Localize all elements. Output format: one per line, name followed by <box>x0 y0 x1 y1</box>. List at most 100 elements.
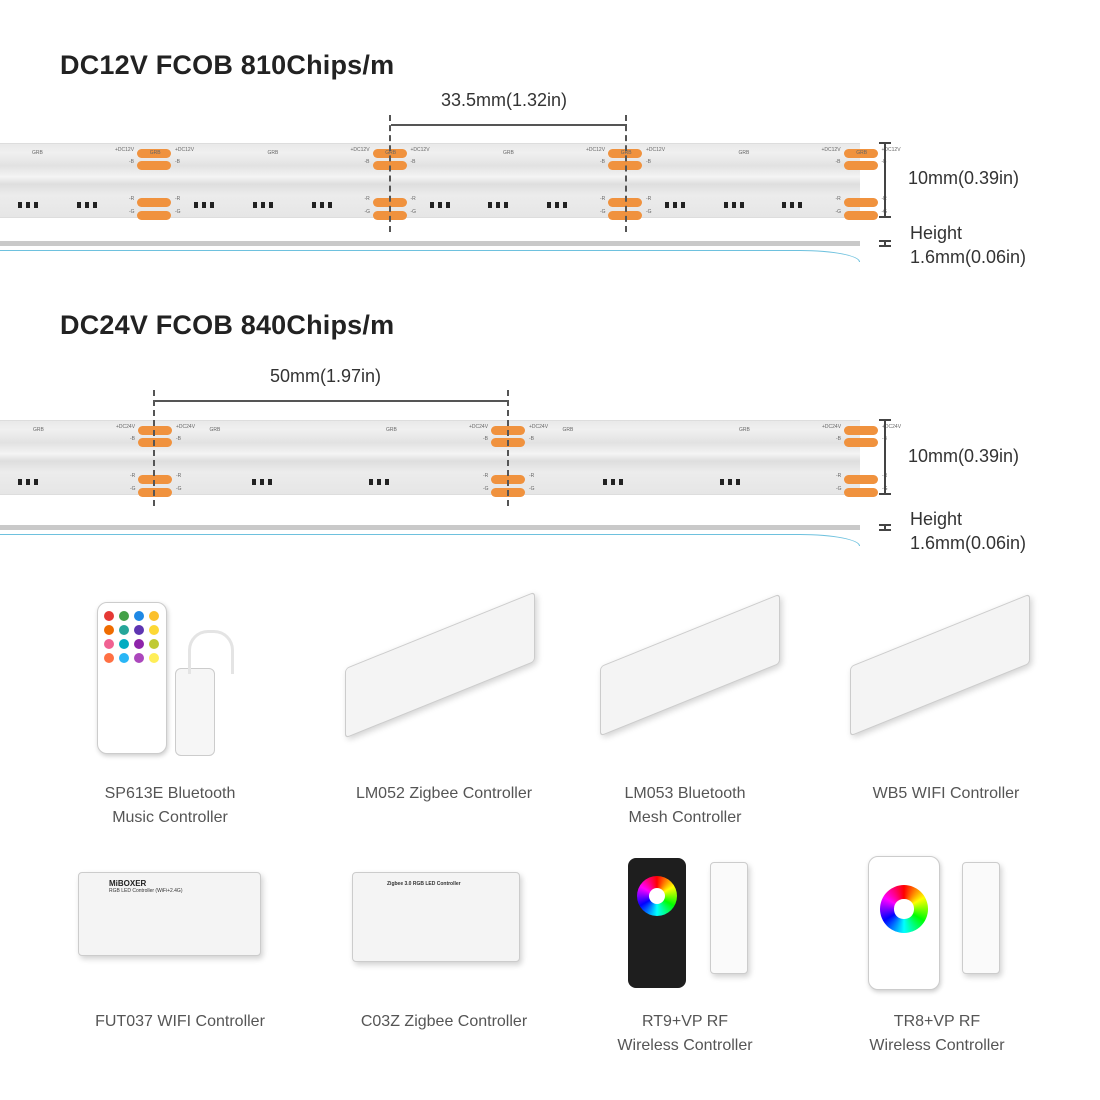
led-strip-12v: +DC12V+DC12V-B-B-R-R-G-G+DC12V+DC12V-B-B… <box>0 143 901 220</box>
strip-grb-label: GRB <box>739 427 750 433</box>
pad-label-voltage: +DC24V <box>469 424 489 430</box>
pad-label-r: -R <box>176 473 182 479</box>
strip-grb-label: GRB <box>149 150 161 156</box>
height-title-12v: Height <box>910 223 963 243</box>
lm052-controller-image <box>345 591 535 739</box>
pad-label-b: -B <box>529 436 534 442</box>
pad-label-voltage: +DC24V <box>882 424 902 430</box>
led-chip <box>210 202 215 208</box>
led-chip <box>269 202 274 208</box>
sp613e-controller-image <box>175 668 215 756</box>
pad-spacing-label-24v: 50mm(1.97in) <box>270 366 382 386</box>
pad-label-g: -G <box>130 486 136 492</box>
cut-line <box>153 390 155 506</box>
width-label-24v: 10mm(0.39in) <box>908 446 1020 466</box>
led-chip <box>790 202 795 208</box>
pad-label-g: -G <box>483 486 489 492</box>
pad-label-b: -B <box>129 159 134 165</box>
pad-label-r: -R <box>130 473 136 479</box>
wb5-controller-image <box>850 593 1030 737</box>
product-name: WB5 WIFI Controller <box>872 785 1020 802</box>
product-label: C03Z Zigbee Controller <box>324 1010 564 1034</box>
sp613e-cable-image <box>188 630 234 674</box>
solder-pad <box>844 426 878 435</box>
led-chip <box>320 202 324 208</box>
led-chip <box>252 479 256 485</box>
product-label: TR8+VP RF Wireless Controller <box>817 1010 1057 1058</box>
strip-profile-line <box>0 534 860 546</box>
led-chip <box>312 202 316 208</box>
led-chip <box>739 202 744 208</box>
remote-button <box>134 611 144 621</box>
led-chip <box>619 479 623 485</box>
sp613e-remote-image <box>97 602 167 754</box>
led-chip <box>445 202 450 208</box>
strip-grb-label: GRB <box>386 427 397 433</box>
height-label-24v: 1.6mm(0.06in) <box>910 533 1027 553</box>
lm053-controller-image <box>600 593 780 737</box>
pad-label-b: -B <box>646 159 651 165</box>
width-bracket <box>879 142 891 218</box>
led-chip <box>547 202 552 208</box>
pad-label-b: -B <box>410 159 416 165</box>
remote-button <box>149 639 159 649</box>
solder-pad <box>843 198 878 207</box>
solder-pad <box>138 475 172 484</box>
cut-line <box>507 390 509 506</box>
vp-receiver-image <box>710 862 748 974</box>
remote-button <box>104 611 114 621</box>
remote-button <box>119 611 129 621</box>
section-title-12v: DC12V FCOB 810Chips/m <box>60 50 395 80</box>
led-chip <box>328 202 332 208</box>
pad-label-g: -G <box>835 209 842 215</box>
height-title-24v: Height <box>910 509 963 529</box>
led-chip <box>555 202 560 208</box>
product-name: TR8+VP RF <box>893 1013 981 1030</box>
led-chip <box>488 202 493 208</box>
product-name: SP613E Bluetooth <box>104 785 236 802</box>
product-name: C03Z Zigbee Controller <box>360 1013 528 1030</box>
led-chip <box>720 479 724 485</box>
pad-label-g: -G <box>176 486 182 492</box>
pad-label-b: -B <box>835 159 841 165</box>
led-chip <box>194 202 199 208</box>
pad-label-r: -R <box>529 473 535 479</box>
led-chip <box>496 202 501 208</box>
c03z-controller-image: Zigbee 3.0 RGB LED Controller <box>352 872 520 962</box>
solder-pad <box>137 198 171 207</box>
led-chip <box>672 202 677 208</box>
led-chip <box>736 479 740 485</box>
fut037-print-name: RGB LED Controller (WiFi+2.4G) <box>109 888 183 894</box>
pad-label-g: -G <box>364 209 371 215</box>
led-chip <box>202 202 207 208</box>
height-label-12v: 1.6mm(0.06in) <box>910 247 1027 267</box>
cut-line <box>625 115 627 232</box>
pad-label-g: -G <box>600 209 606 215</box>
led-chip <box>664 202 669 208</box>
pad-label-r: -R <box>483 473 489 479</box>
strip-grb-label: GRB <box>209 427 221 433</box>
strip-grb-label: GRB <box>267 150 279 156</box>
pad-label-voltage: +DC12V <box>115 147 135 153</box>
remote-button <box>119 625 129 635</box>
pad-label-voltage: +DC12V <box>350 147 370 153</box>
pad-label-b: -B <box>364 159 370 165</box>
c03z-print-name: Zigbee 3.0 RGB LED Controller <box>387 881 461 887</box>
led-chip <box>798 202 803 208</box>
pad-label-voltage: +DC12V <box>881 147 901 153</box>
product-subname: Wireless Controller <box>869 1037 1005 1054</box>
product-subname: Wireless Controller <box>617 1037 753 1054</box>
spacing-line-12v <box>391 124 627 126</box>
fut037-brand: MiBOXER <box>109 879 147 888</box>
strip-grb-label: GRB <box>503 150 514 156</box>
remote-button <box>149 653 159 663</box>
led-chip <box>563 202 568 208</box>
strip-side-view-24v <box>0 525 860 530</box>
remote-button <box>119 653 129 663</box>
led-strip-24v: +DC24V+DC24V-B-B-R-R-G-G+DC24V+DC24V-B-B… <box>0 420 901 497</box>
height-bracket <box>879 240 891 247</box>
pad-label-g: -G <box>646 209 652 215</box>
led-chip <box>385 479 389 485</box>
solder-pad <box>137 161 171 170</box>
